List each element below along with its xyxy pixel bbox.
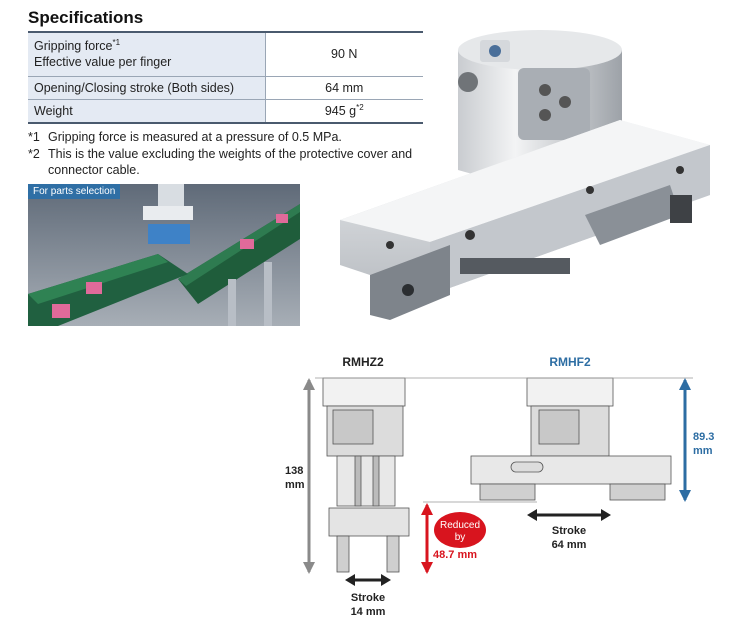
application-image: For parts selection	[28, 184, 300, 326]
right-model-label: RMHF2	[549, 355, 591, 369]
reduced-value: 48.7 mm	[433, 549, 477, 561]
dimension-comparison-drawing: RMHZ2 RMHF2 138 mm 89.3 mm	[285, 355, 714, 618]
page-title: Specifications	[28, 8, 144, 27]
spec-label: Opening/Closing stroke (Both sides)	[28, 76, 266, 100]
right-stroke-arrow	[527, 509, 611, 521]
right-height-value: 89.3	[693, 431, 714, 443]
left-height-unit: mm	[285, 479, 305, 491]
left-model-label: RMHZ2	[342, 355, 384, 369]
reduced-badge	[434, 512, 486, 548]
gripper-product-image	[340, 20, 740, 340]
left-stroke-value: 14 mm	[351, 606, 386, 618]
spec-label: Weight	[28, 99, 266, 124]
rmhf2-drawing	[470, 377, 672, 501]
rmhz2-drawing	[322, 377, 410, 573]
right-stroke-value: 64 mm	[552, 539, 587, 551]
footnote-2: *2 This is the value excluding the weigh…	[28, 147, 413, 177]
reduced-label-line2: by	[455, 532, 466, 543]
right-height-dimension	[679, 378, 691, 502]
left-height-dimension	[303, 378, 315, 574]
left-stroke-label: Stroke	[351, 592, 385, 604]
left-height-value: 138	[285, 465, 303, 477]
reduced-label-line1: Reduced	[440, 520, 480, 531]
gripper-illustration	[340, 30, 710, 320]
right-height-unit: mm	[693, 445, 713, 457]
spec-row-stroke: Opening/Closing stroke (Both sides) 64 m…	[28, 76, 423, 100]
left-stroke-arrow	[345, 574, 391, 586]
spec-value: 90 N	[265, 31, 423, 77]
spec-value: 64 mm	[265, 76, 423, 100]
parts-selection-badge: For parts selection	[28, 184, 121, 199]
spec-row-weight: Weight 945 g*2	[28, 99, 423, 124]
conveyor-illustration	[28, 184, 300, 326]
footnote-1: *1 Gripping force is measured at a press…	[28, 130, 342, 144]
reduced-dimension	[421, 503, 433, 574]
right-stroke-label: Stroke	[552, 525, 586, 537]
spec-value: 945 g*2	[265, 99, 423, 124]
